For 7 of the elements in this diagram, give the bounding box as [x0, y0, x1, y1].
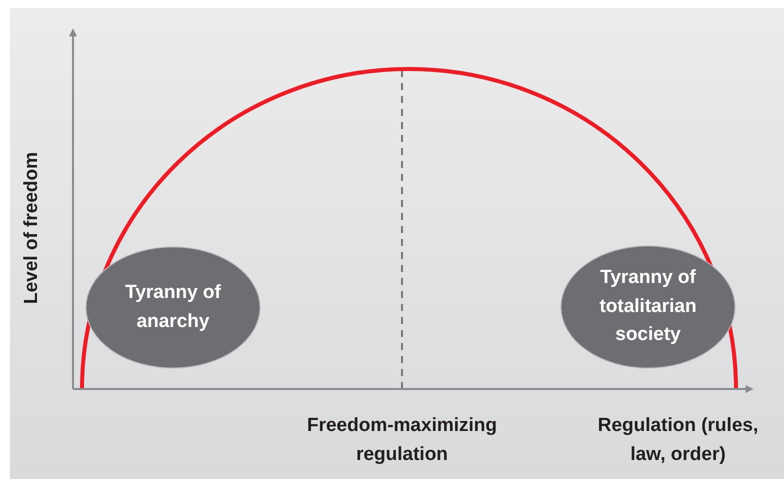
- node-label: Tyranny of anarchy: [124, 281, 222, 334]
- x-axis-label: Regulation (rules, law, order): [596, 414, 760, 466]
- y-axis-label: Level of freedom: [20, 152, 43, 304]
- node-label: Tyranny of totalitarian society: [598, 266, 698, 348]
- ellipse-node: [561, 246, 735, 368]
- ellipse-node: [86, 247, 260, 368]
- axis-label: Freedom-maximizing regulation: [306, 414, 498, 466]
